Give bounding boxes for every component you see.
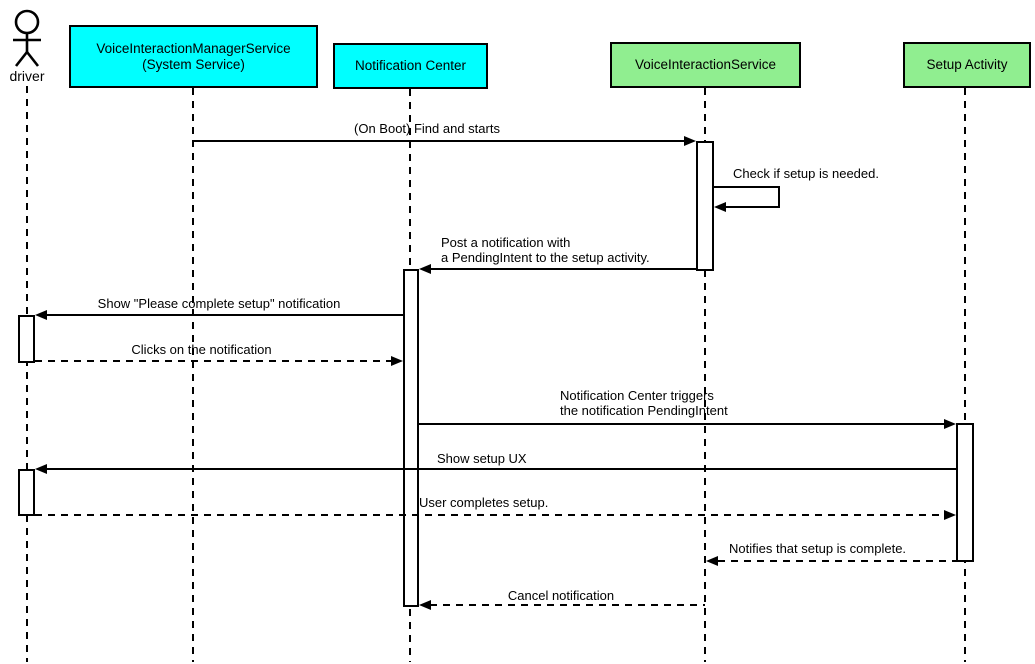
message-7-arrowhead-icon	[35, 464, 47, 474]
message-2-line-bottom	[725, 206, 780, 208]
message-9-label: Notifies that setup is complete.	[729, 541, 907, 556]
message-10-label: Cancel notification	[507, 588, 615, 603]
activation-bar-driver-1	[18, 315, 35, 363]
lifeline-voice-interaction-manager-service	[192, 88, 194, 662]
message-8-line	[35, 514, 944, 516]
lifeline-setup-activity	[964, 88, 966, 662]
activation-bar-driver-2	[18, 469, 35, 516]
message-4-line	[47, 314, 403, 316]
message-4-label: Show "Please complete setup" notificatio…	[97, 296, 341, 311]
participant-label: VoiceInteractionService	[634, 57, 777, 72]
message-1-arrowhead-icon	[684, 136, 696, 146]
participant-box-voice-interaction-service: VoiceInteractionService	[610, 42, 801, 88]
message-5-arrowhead-icon	[391, 356, 403, 366]
participant-box-setup-activity: Setup Activity	[903, 42, 1031, 88]
message-6-line	[419, 423, 945, 425]
participant-label: Notification Center	[354, 58, 467, 73]
message-9-line	[718, 560, 956, 562]
participant-box-voice-interaction-manager-service: VoiceInteractionManagerService (System S…	[69, 25, 318, 88]
message-7-label: Show setup UX	[437, 451, 527, 466]
message-6-arrowhead-icon	[944, 419, 956, 429]
lifeline-voice-interaction-service	[704, 88, 706, 662]
message-2-arrowhead-icon	[714, 202, 726, 212]
activation-bar-voice-interaction-service	[696, 141, 714, 271]
activation-bar-setup-activity	[956, 423, 974, 562]
participant-box-notification-center: Notification Center	[333, 43, 488, 89]
message-10-arrowhead-icon	[419, 600, 431, 610]
message-2-line-top	[713, 186, 780, 188]
message-8-label: User completes setup.	[419, 495, 549, 510]
message-3-line	[430, 268, 696, 270]
message-9-arrowhead-icon	[706, 556, 718, 566]
message-7-line	[47, 468, 956, 470]
message-8-arrowhead-icon	[944, 510, 956, 520]
message-5-label: Clicks on the notification	[131, 342, 272, 357]
message-1-line	[193, 140, 684, 142]
message-2-line-vertical	[778, 186, 780, 208]
message-3-label: Post a notification with a PendingIntent…	[441, 235, 650, 265]
participant-label: VoiceInteractionManagerService (System S…	[96, 40, 291, 72]
message-3-arrowhead-icon	[419, 264, 431, 274]
activation-bar-notification-center	[403, 269, 419, 607]
message-1-label: (On Boot) Find and starts	[354, 121, 500, 136]
message-5-line	[35, 360, 392, 362]
message-2-label: Check if setup is needed.	[733, 166, 879, 181]
message-6-label: Notification Center triggers the notific…	[560, 388, 728, 418]
message-4-arrowhead-icon	[35, 310, 47, 320]
lifeline-driver	[26, 86, 28, 662]
actor-label: driver	[9, 68, 45, 84]
message-10-line	[430, 604, 705, 606]
participant-label: Setup Activity	[926, 57, 1008, 72]
actor-icon	[13, 9, 41, 67]
